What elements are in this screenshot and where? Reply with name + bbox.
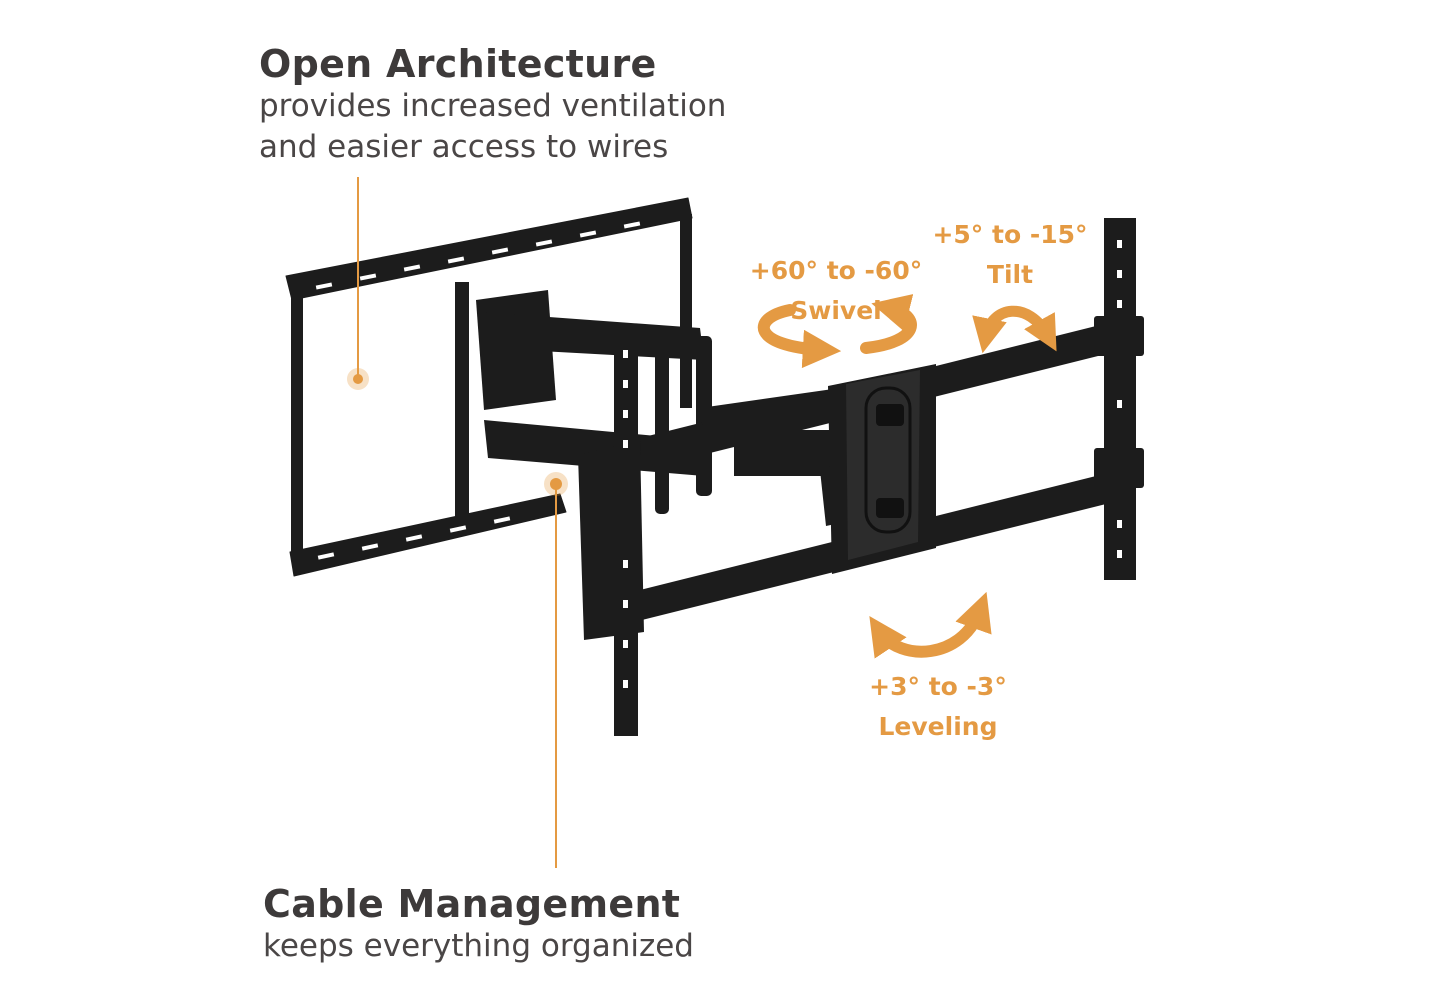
- callout-pointers: [347, 177, 568, 868]
- open-architecture-line-1: provides increased ventilation: [259, 88, 727, 124]
- leveling-label: Leveling: [878, 712, 998, 741]
- tv-mount-frame: [578, 218, 1144, 736]
- cable-management-description: keeps everything organized: [263, 926, 694, 967]
- swivel-range-label: +60° to -60°: [749, 256, 923, 285]
- cable-management-line-1: keeps everything organized: [263, 928, 694, 964]
- open-architecture-description: provides increased ventilation and easie…: [259, 86, 726, 168]
- leveling-arrows-icon: [869, 591, 992, 659]
- wall-plate: [285, 197, 693, 577]
- open-architecture-title: Open Architecture: [259, 42, 657, 86]
- swivel-label: Swivel: [790, 296, 882, 325]
- leveling-range-label: +3° to -3°: [869, 672, 1007, 701]
- tilt-arrows-icon: [972, 305, 1057, 354]
- swivel-arrows-icon: [757, 294, 917, 369]
- open-architecture-line-2: and easier access to wires: [259, 129, 669, 165]
- tilt-label: Tilt: [986, 260, 1034, 289]
- cable-management-title: Cable Management: [263, 882, 681, 926]
- tilt-range-label: +5° to -15°: [932, 220, 1088, 249]
